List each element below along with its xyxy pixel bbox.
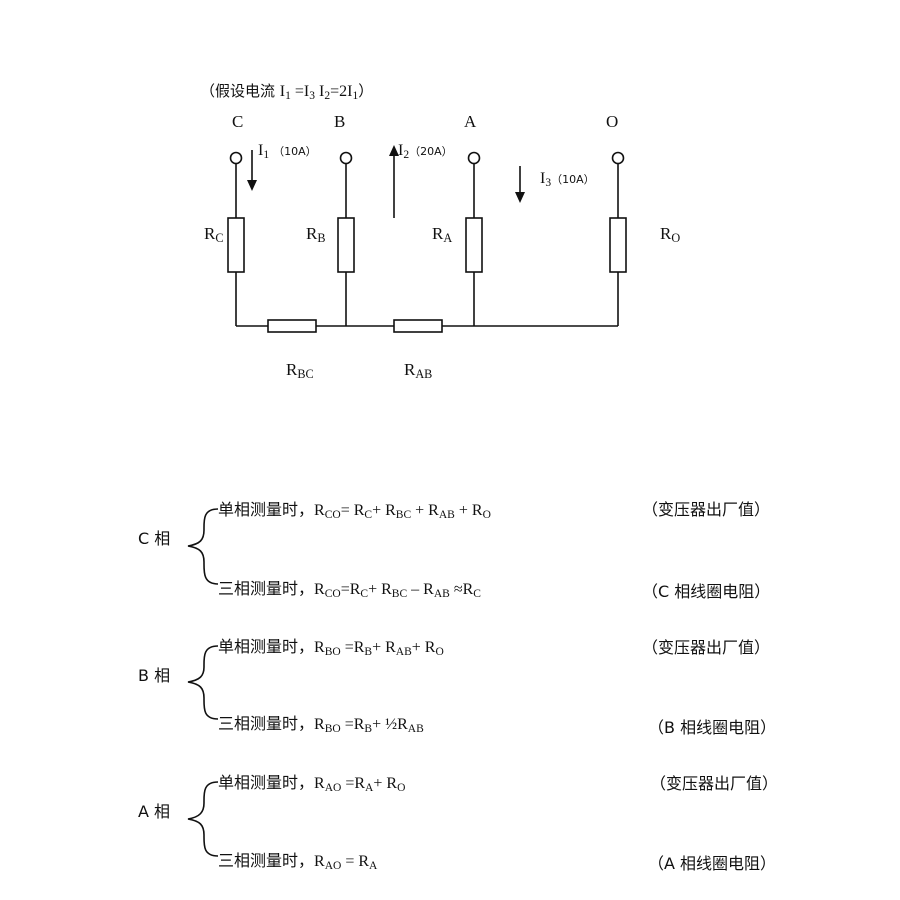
terminal-a (467, 151, 481, 165)
i3-sub: 3 (545, 176, 552, 189)
assumption-sub1: 1 (285, 89, 291, 102)
a-three-note: （A 相线圈电阻） (648, 854, 777, 873)
node-label-c: C (232, 112, 244, 131)
c-single-row: 单相测量时，RCO= RC+ RBC + RAB + RO (218, 496, 491, 521)
c-three-row: 三相测量时，RCO=RC+ RBC – RAB ≈RC (218, 575, 481, 600)
assumption-suffix: ） (358, 82, 374, 100)
i1-value: （10A） (273, 145, 317, 158)
b-single-label: 单相测量时， (218, 637, 315, 656)
phase-label-a: A 相 (138, 802, 171, 821)
resistor-rc (227, 217, 245, 273)
assumption-eq2: =2I (330, 83, 353, 100)
a-single-formula: RAO =RA+ RO (314, 775, 406, 794)
resistor-label-rab: RAB (404, 360, 433, 382)
resistor-ro (609, 217, 627, 273)
c-single-label: 单相测量时， (218, 500, 315, 519)
assumption-eq: =I (290, 83, 310, 100)
b-single-note: （变压器出厂值） (642, 638, 771, 657)
node-label-o: O (606, 112, 619, 131)
resistor-label-ra: RA (432, 224, 453, 246)
i3-main: I (540, 170, 546, 187)
a-single-label: 单相测量时， (218, 773, 315, 792)
b-three-formula: RBO =RB+ ½RAB (314, 716, 424, 735)
i2-value: （20A） (409, 145, 453, 158)
c-three-note: （C 相线圈电阻） (642, 582, 771, 601)
resistor-label-rb: RB (306, 224, 326, 246)
resistor-label-rc: RC (204, 224, 224, 246)
c-single-formula: RCO= RC+ RBC + RAB + RO (314, 502, 491, 521)
resistor-rab (393, 319, 443, 333)
i1-main: I (258, 142, 264, 159)
terminal-b (339, 151, 353, 165)
c-three-label: 三相测量时， (218, 579, 315, 598)
b-single-formula: RBO =RB+ RAB+ RO (314, 639, 444, 658)
assumption-i1: I (279, 83, 286, 100)
i2-sub: 2 (403, 148, 410, 161)
brace-b (187, 645, 219, 720)
c-single-note: （变压器出厂值） (642, 500, 771, 519)
i1-sub: 1 (263, 148, 270, 161)
brace-a (187, 781, 219, 857)
assumption-i2: I (315, 83, 325, 100)
a-single-note: （变压器出厂值） (650, 774, 779, 793)
resistor-ra (465, 217, 483, 273)
b-three-note: （B 相线圈电阻） (648, 718, 777, 737)
assumption-note: （假设电流 I1 =I3 I2=2I1） (200, 80, 374, 102)
resistor-rbc (267, 319, 317, 333)
a-three-row: 三相测量时，RAO = RA (218, 847, 378, 872)
b-three-row: 三相测量时，RBO =RB+ ½RAB (218, 710, 424, 735)
resistor-label-ro: RO (660, 224, 681, 246)
node-label-a: A (464, 112, 477, 131)
phase-label-c: C 相 (138, 529, 171, 548)
i2-main: I (398, 142, 404, 159)
a-three-label: 三相测量时， (218, 851, 315, 870)
current-label-i1: I1 （10A） (258, 142, 317, 161)
terminal-c (229, 151, 243, 165)
i3-value: （10A） (551, 173, 595, 186)
current-label-i2: I2（20A） (398, 142, 453, 161)
c-three-formula: RCO=RC+ RBC – RAB ≈RC (314, 581, 481, 600)
node-label-b: B (334, 112, 346, 131)
a-single-row: 单相测量时，RAO =RA+ RO (218, 769, 406, 794)
resistor-label-rbc: RBC (286, 360, 314, 382)
current-label-i3: I3（10A） (540, 170, 595, 189)
assumption-sub2: 2 (324, 89, 331, 102)
assumption-sub1b: 1 (352, 89, 359, 102)
assumption-prefix: （假设电流 (200, 82, 280, 100)
resistor-rb (337, 217, 355, 273)
brace-c (187, 508, 219, 585)
b-three-label: 三相测量时， (218, 714, 315, 733)
phase-label-b: B 相 (138, 666, 171, 685)
assumption-sub3: 3 (309, 89, 315, 102)
a-three-formula: RAO = RA (314, 853, 378, 872)
b-single-row: 单相测量时，RBO =RB+ RAB+ RO (218, 633, 444, 658)
terminal-o (611, 151, 625, 165)
